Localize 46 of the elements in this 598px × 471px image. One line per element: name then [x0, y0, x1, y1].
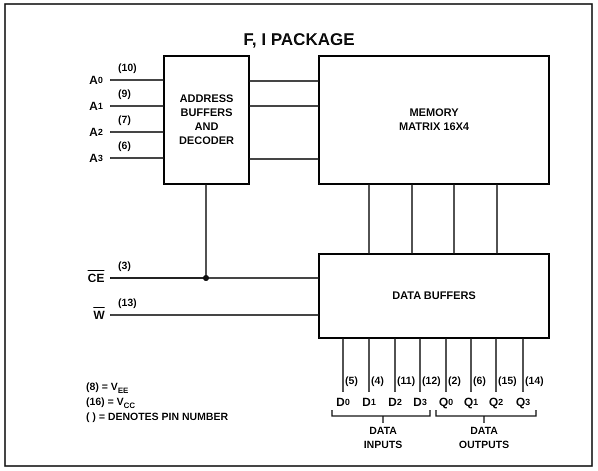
block-box: DATA BUFFERS	[318, 253, 550, 339]
connector-line	[110, 314, 318, 316]
connector-line	[110, 79, 163, 81]
pin-number: (6)	[118, 140, 131, 152]
connector-line	[496, 185, 498, 253]
note-text: ( ) = DENOTES PIN NUMBER	[86, 411, 228, 423]
connector-line	[368, 339, 370, 392]
pin-number: (13)	[118, 297, 137, 309]
pin-number: (12)	[422, 375, 441, 387]
pin-number: (14)	[525, 375, 544, 387]
group-label: DATA INPUTS	[362, 424, 404, 452]
pin-number: (2)	[448, 375, 461, 387]
pin-number: (9)	[118, 88, 131, 100]
connector-line	[495, 339, 497, 392]
connector-line	[110, 277, 318, 279]
diagram-title: F, I PACKAGE	[242, 30, 356, 50]
pin-number: (5)	[345, 375, 358, 387]
connector-line	[411, 185, 413, 253]
note-text: (16) = V$_{CC}$	[86, 396, 136, 408]
pin-number: (6)	[473, 375, 486, 387]
connector-line	[250, 105, 318, 107]
pin-number: (7)	[118, 114, 131, 126]
pin-name: W	[88, 307, 110, 323]
connector-line	[445, 339, 447, 392]
connector-line	[453, 185, 455, 253]
connector-line	[342, 339, 344, 392]
connector-line	[110, 157, 163, 159]
pin-number: (10)	[118, 62, 137, 74]
pin-name: CE	[82, 270, 110, 286]
group-label: DATA OUTPUTS	[458, 424, 510, 452]
connector-line	[470, 339, 472, 392]
connector-line	[250, 158, 318, 160]
pin-number: (11)	[397, 375, 416, 387]
connector-line	[110, 105, 163, 107]
pin-number: (3)	[118, 260, 131, 272]
block-box: ADDRESS BUFFERS AND DECODER	[163, 55, 250, 185]
connector-line	[522, 339, 524, 392]
connector-line	[419, 339, 421, 392]
connector-line	[110, 131, 163, 133]
pin-number: (4)	[371, 375, 384, 387]
pin-number: (15)	[498, 375, 517, 387]
connector-line	[250, 80, 318, 82]
connector-line	[368, 185, 370, 253]
connector-line	[394, 339, 396, 392]
note-text: (8) = V$_{EE}$	[86, 381, 128, 393]
block-box: MEMORY MATRIX 16X4	[318, 55, 550, 185]
